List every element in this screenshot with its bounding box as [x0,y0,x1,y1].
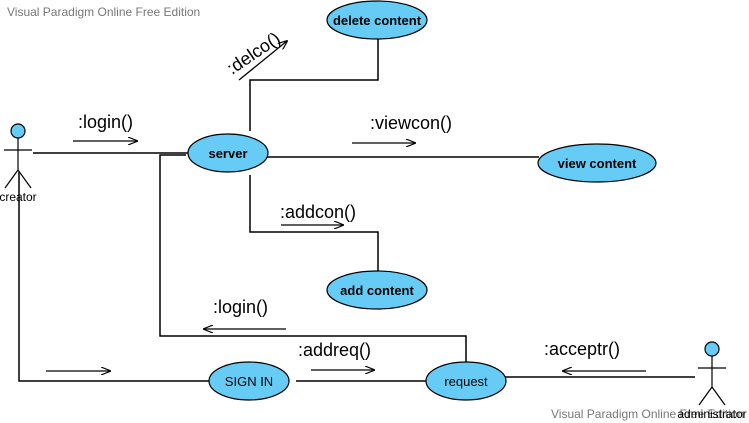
delete-content-label: delete content [333,13,422,28]
server-label: server [208,146,247,161]
use-case-request[interactable]: request [425,361,507,401]
use-case-sign-in[interactable]: SIGN IN [208,361,290,401]
use-case-view-content[interactable]: view content [537,143,657,183]
addreq-label: :addreq() [298,340,371,360]
login-bottom-label: :login() [213,297,268,317]
request-server-link [159,154,467,362]
request-label: request [444,374,488,389]
view-content-label: view content [558,156,637,171]
use-case-delete-content[interactable]: delete content [326,0,428,40]
addcon-label: :addcon() [280,202,356,222]
creator-label: creator [0,190,37,204]
login-top-label: :login() [78,112,133,132]
creator-signin-link [18,172,210,382]
delco-arrow [238,41,287,81]
administrator-stick-figure-icon [698,341,726,406]
server-delete-link [249,38,379,131]
message-arrows [46,41,646,371]
delco-label: :delco() [223,28,284,78]
connectors [18,38,695,382]
server-add-link [249,175,379,272]
acceptr-label: :acceptr() [544,339,620,359]
watermark-top: Visual Paradigm Online Free Edition [7,5,200,19]
use-case-add-content[interactable]: add content [326,270,428,310]
creator-stick-figure-icon [4,123,32,189]
add-content-label: add content [340,283,414,298]
use-case-server[interactable]: server [187,133,269,173]
actor-creator[interactable]: creator [0,123,37,204]
viewcon-label: :viewcon() [370,113,452,133]
actor-administrator[interactable]: administrator [677,341,747,421]
sign-in-label: SIGN IN [225,374,273,389]
administrator-label: administrator [677,407,746,421]
watermark-bottom: Visual Paradigm Online Free Edition [551,407,744,421]
